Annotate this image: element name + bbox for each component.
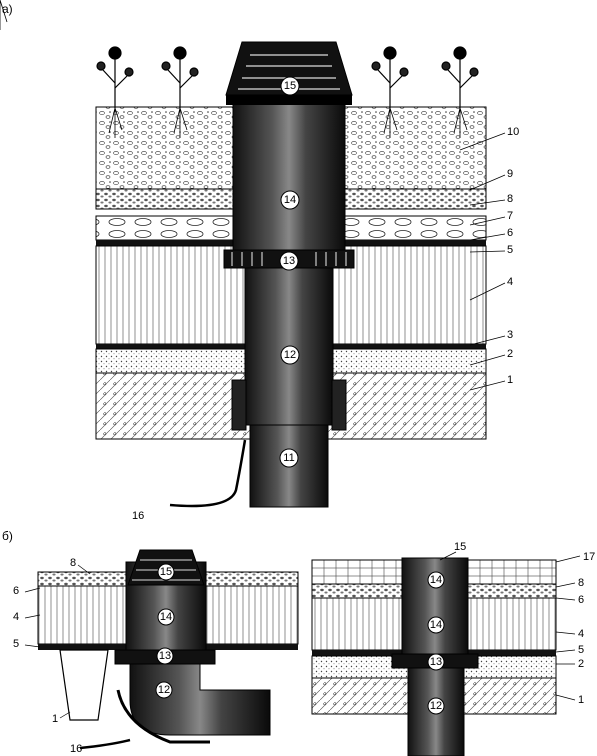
circle-15: 15 — [280, 76, 300, 96]
panel-b-left: 15 14 13 12 8 6 4 5 1 16 — [13, 549, 299, 755]
svg-text:16: 16 — [70, 743, 82, 755]
svg-text:5: 5 — [13, 638, 19, 650]
svg-text:14: 14 — [430, 619, 442, 631]
circles-a: 15 14 13 12 11 — [279, 76, 300, 468]
svg-text:4: 4 — [13, 611, 19, 623]
svg-text:15: 15 — [454, 541, 466, 553]
panel-b-right: 14 14 13 12 15 17 8 6 4 5 2 1 — [311, 541, 595, 756]
svg-text:10: 10 — [507, 126, 519, 138]
svg-text:1: 1 — [507, 374, 513, 386]
svg-text:6: 6 — [507, 227, 513, 239]
svg-text:4: 4 — [507, 276, 513, 288]
svg-text:13: 13 — [159, 650, 171, 662]
svg-text:9: 9 — [507, 168, 513, 180]
circle-14: 14 — [280, 190, 300, 210]
svg-text:12: 12 — [158, 684, 170, 696]
svg-text:3: 3 — [507, 329, 513, 341]
circle-13-bl: 13 — [156, 647, 174, 665]
svg-text:1: 1 — [52, 713, 58, 725]
svg-text:2: 2 — [578, 658, 584, 670]
svg-text:17: 17 — [583, 551, 595, 563]
svg-text:6: 6 — [13, 585, 19, 597]
circle-13-br: 13 — [427, 653, 445, 671]
drain-pipe-a — [169, 41, 355, 508]
panel-a-label: а) — [2, 2, 13, 16]
svg-text:8: 8 — [578, 577, 584, 589]
plants — [0, 0, 479, 139]
svg-text:8: 8 — [507, 193, 513, 205]
circle-12: 12 — [280, 345, 300, 365]
svg-text:5: 5 — [507, 244, 513, 256]
circle-11: 11 — [279, 448, 299, 468]
svg-text:15: 15 — [160, 566, 172, 578]
svg-text:13: 13 — [430, 656, 442, 668]
circle-15-bl: 15 — [157, 563, 175, 581]
svg-text:12: 12 — [430, 700, 442, 712]
circle-12-br: 12 — [427, 697, 445, 715]
circle-14-bl: 14 — [157, 608, 175, 626]
svg-text:6: 6 — [578, 594, 584, 606]
svg-text:11: 11 — [283, 452, 294, 464]
svg-text:12: 12 — [284, 349, 296, 361]
svg-text:14: 14 — [160, 611, 172, 623]
panel-b-label: б) — [2, 529, 13, 543]
svg-text:8: 8 — [70, 557, 76, 569]
svg-text:4: 4 — [578, 628, 584, 640]
circle-13: 13 — [279, 251, 299, 271]
svg-text:13: 13 — [283, 255, 295, 267]
circle-12-bl: 12 — [155, 681, 173, 699]
svg-text:1: 1 — [578, 694, 584, 706]
svg-text:5: 5 — [578, 644, 584, 656]
circle-14-br-b: 14 — [427, 616, 445, 634]
labels-a: 10 9 8 7 6 5 4 3 2 1 16 — [132, 126, 519, 522]
svg-text:15: 15 — [284, 80, 296, 92]
label-16-a: 16 — [132, 510, 144, 522]
svg-text:7: 7 — [507, 210, 513, 222]
svg-text:2: 2 — [507, 348, 513, 360]
svg-text:14: 14 — [430, 574, 442, 586]
circle-14-br-a: 14 — [427, 571, 445, 589]
svg-text:14: 14 — [284, 194, 296, 206]
